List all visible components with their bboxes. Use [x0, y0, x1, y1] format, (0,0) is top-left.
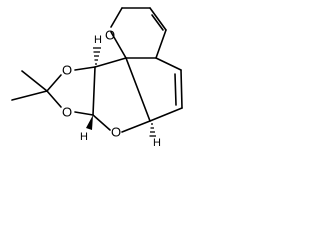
- bond-spiro-c1: [94, 57, 127, 68]
- atom-labels: O O O O H H H: [62, 28, 161, 150]
- bond-methyl-1: [21, 70, 48, 92]
- wedge-bottom-left: [86, 115, 93, 130]
- bond-odiox-bottom-cme2: [46, 90, 62, 108]
- bond-c1-odiox-top: [74, 66, 96, 71]
- atom-h-top: H: [94, 34, 102, 46]
- bond-c2-odiox-bottom: [74, 111, 94, 116]
- hashed-wedge-bottom-right: [149, 123, 156, 137]
- chemical-structure: O O O O H H H: [11, 7, 183, 150]
- bond-ch2-o: [110, 7, 123, 28]
- bond-ringjoin-alkene: [155, 57, 182, 71]
- bond-bridgehead-spiro: [125, 57, 151, 122]
- atom-h-right-bottom: H: [153, 137, 161, 149]
- bond-bridgehead-ofuran: [121, 120, 151, 133]
- atom-o-dioxolane-top: O: [62, 63, 72, 78]
- bond-methyl-2: [11, 90, 48, 101]
- atom-o-ring-top: O: [105, 28, 115, 43]
- bond-c-ringjoin: [155, 29, 167, 59]
- atom-o-furan-bottom: O: [111, 125, 121, 140]
- bond-ch-c-double-inner: [151, 14, 164, 31]
- stereo-bonds: [86, 47, 156, 137]
- bond-o-spiro: [110, 31, 127, 59]
- bond-ofuran-c2: [92, 114, 111, 131]
- bond-ch-c-double: [149, 7, 167, 31]
- bond-alkene-double: [180, 69, 183, 109]
- bonds: [11, 7, 183, 133]
- bond-alkene-double-inner: [174, 73, 177, 106]
- bond-alkene-bridgehead: [149, 107, 183, 122]
- bond-odiox-top-cme2: [46, 74, 62, 92]
- atom-h-left-bottom: H: [80, 131, 88, 143]
- atom-o-dioxolane-bottom: O: [62, 105, 72, 120]
- bond-c1-c2: [92, 66, 96, 116]
- hashed-wedge-top: [93, 47, 101, 65]
